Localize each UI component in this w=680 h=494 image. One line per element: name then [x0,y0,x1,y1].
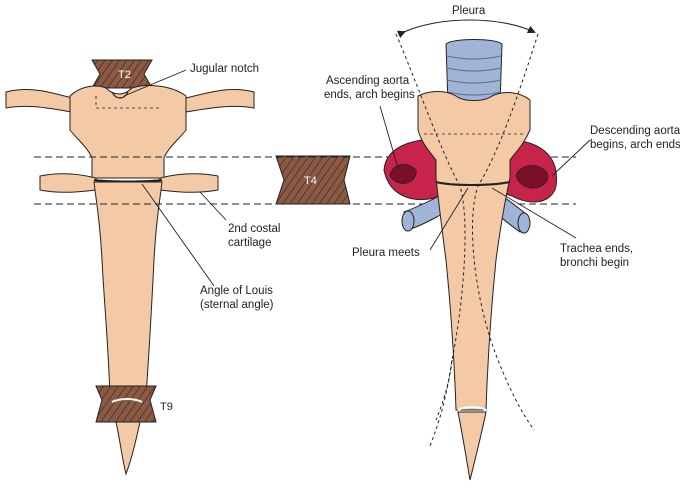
t9-label: T9 [160,401,173,413]
costal-cartilage-label-line2: cartilage [228,237,271,249]
ascending-aorta-lumen [389,163,417,184]
sternal-angle-joint [93,179,163,183]
right-xiphoid [457,411,487,481]
angle-of-louis-leader [141,183,215,287]
pleura-arrow [396,19,536,39]
descending-aorta-lumen [515,165,549,189]
sternal-body [93,181,163,397]
ascending-aorta-leader [379,105,399,169]
t4-label: T4 [304,175,317,187]
left-bronchus-end [401,210,415,232]
t4-vertebra [275,155,351,205]
right-manubrium-joint [435,181,511,186]
costal-cartilage-label-line1: 2nd costal [228,223,280,235]
right-sternum [417,91,531,411]
trachea-ends-label-line2: bronchi begin [560,257,629,269]
right-xiphoid-joint [457,406,487,411]
xiphoid-process [115,421,141,476]
jugular-notch-mark [111,91,129,99]
descending-aorta-label-line1: Descending aorta [590,125,680,137]
left-pleura-lower [435,359,453,421]
manubrium [69,85,187,179]
descending-aorta-label-line2: begins, arch ends [590,139,680,151]
pleura-label: Pleura [452,5,486,17]
ascending-aorta-label-line1: Ascending aorta [326,75,410,87]
xiphisternal-joint [111,398,143,403]
right-bronchus-end [517,212,531,234]
ascending-aorta-label-line2: ends, arch begins [324,89,415,101]
left-pleura-line [395,33,466,447]
angle-of-louis-label-line1: Angle of Louis [200,285,273,297]
right-mediastinum-view [383,19,557,481]
costal-cartilage-leader [199,191,227,221]
trachea-upper [445,39,503,105]
left-clavicle [5,89,73,113]
right-clavicle [185,89,255,113]
jugular-notch-leader [123,69,187,97]
left-sternum-view [5,59,255,476]
right-costal-cartilage [159,173,219,193]
angle-of-louis-label-line2: (sternal angle) [200,299,274,311]
t2-label: T2 [118,69,131,81]
trachea-ends-label-line1: Trachea ends, [560,243,633,255]
jugular-notch-label: Jugular notch [190,63,259,75]
descending-aorta-leader [551,139,591,177]
left-costal-cartilage [39,173,97,193]
pleura-meets-leader [429,187,469,251]
manubrium-dashed-outline [95,96,160,109]
pleura-meets-label: Pleura meets [352,247,420,259]
t9-vertebra [95,385,157,423]
trachea-ends-leader [491,187,577,239]
diagram-labels: T2 T4 T9 Pleura Jugular notch 2nd costal… [118,5,680,413]
